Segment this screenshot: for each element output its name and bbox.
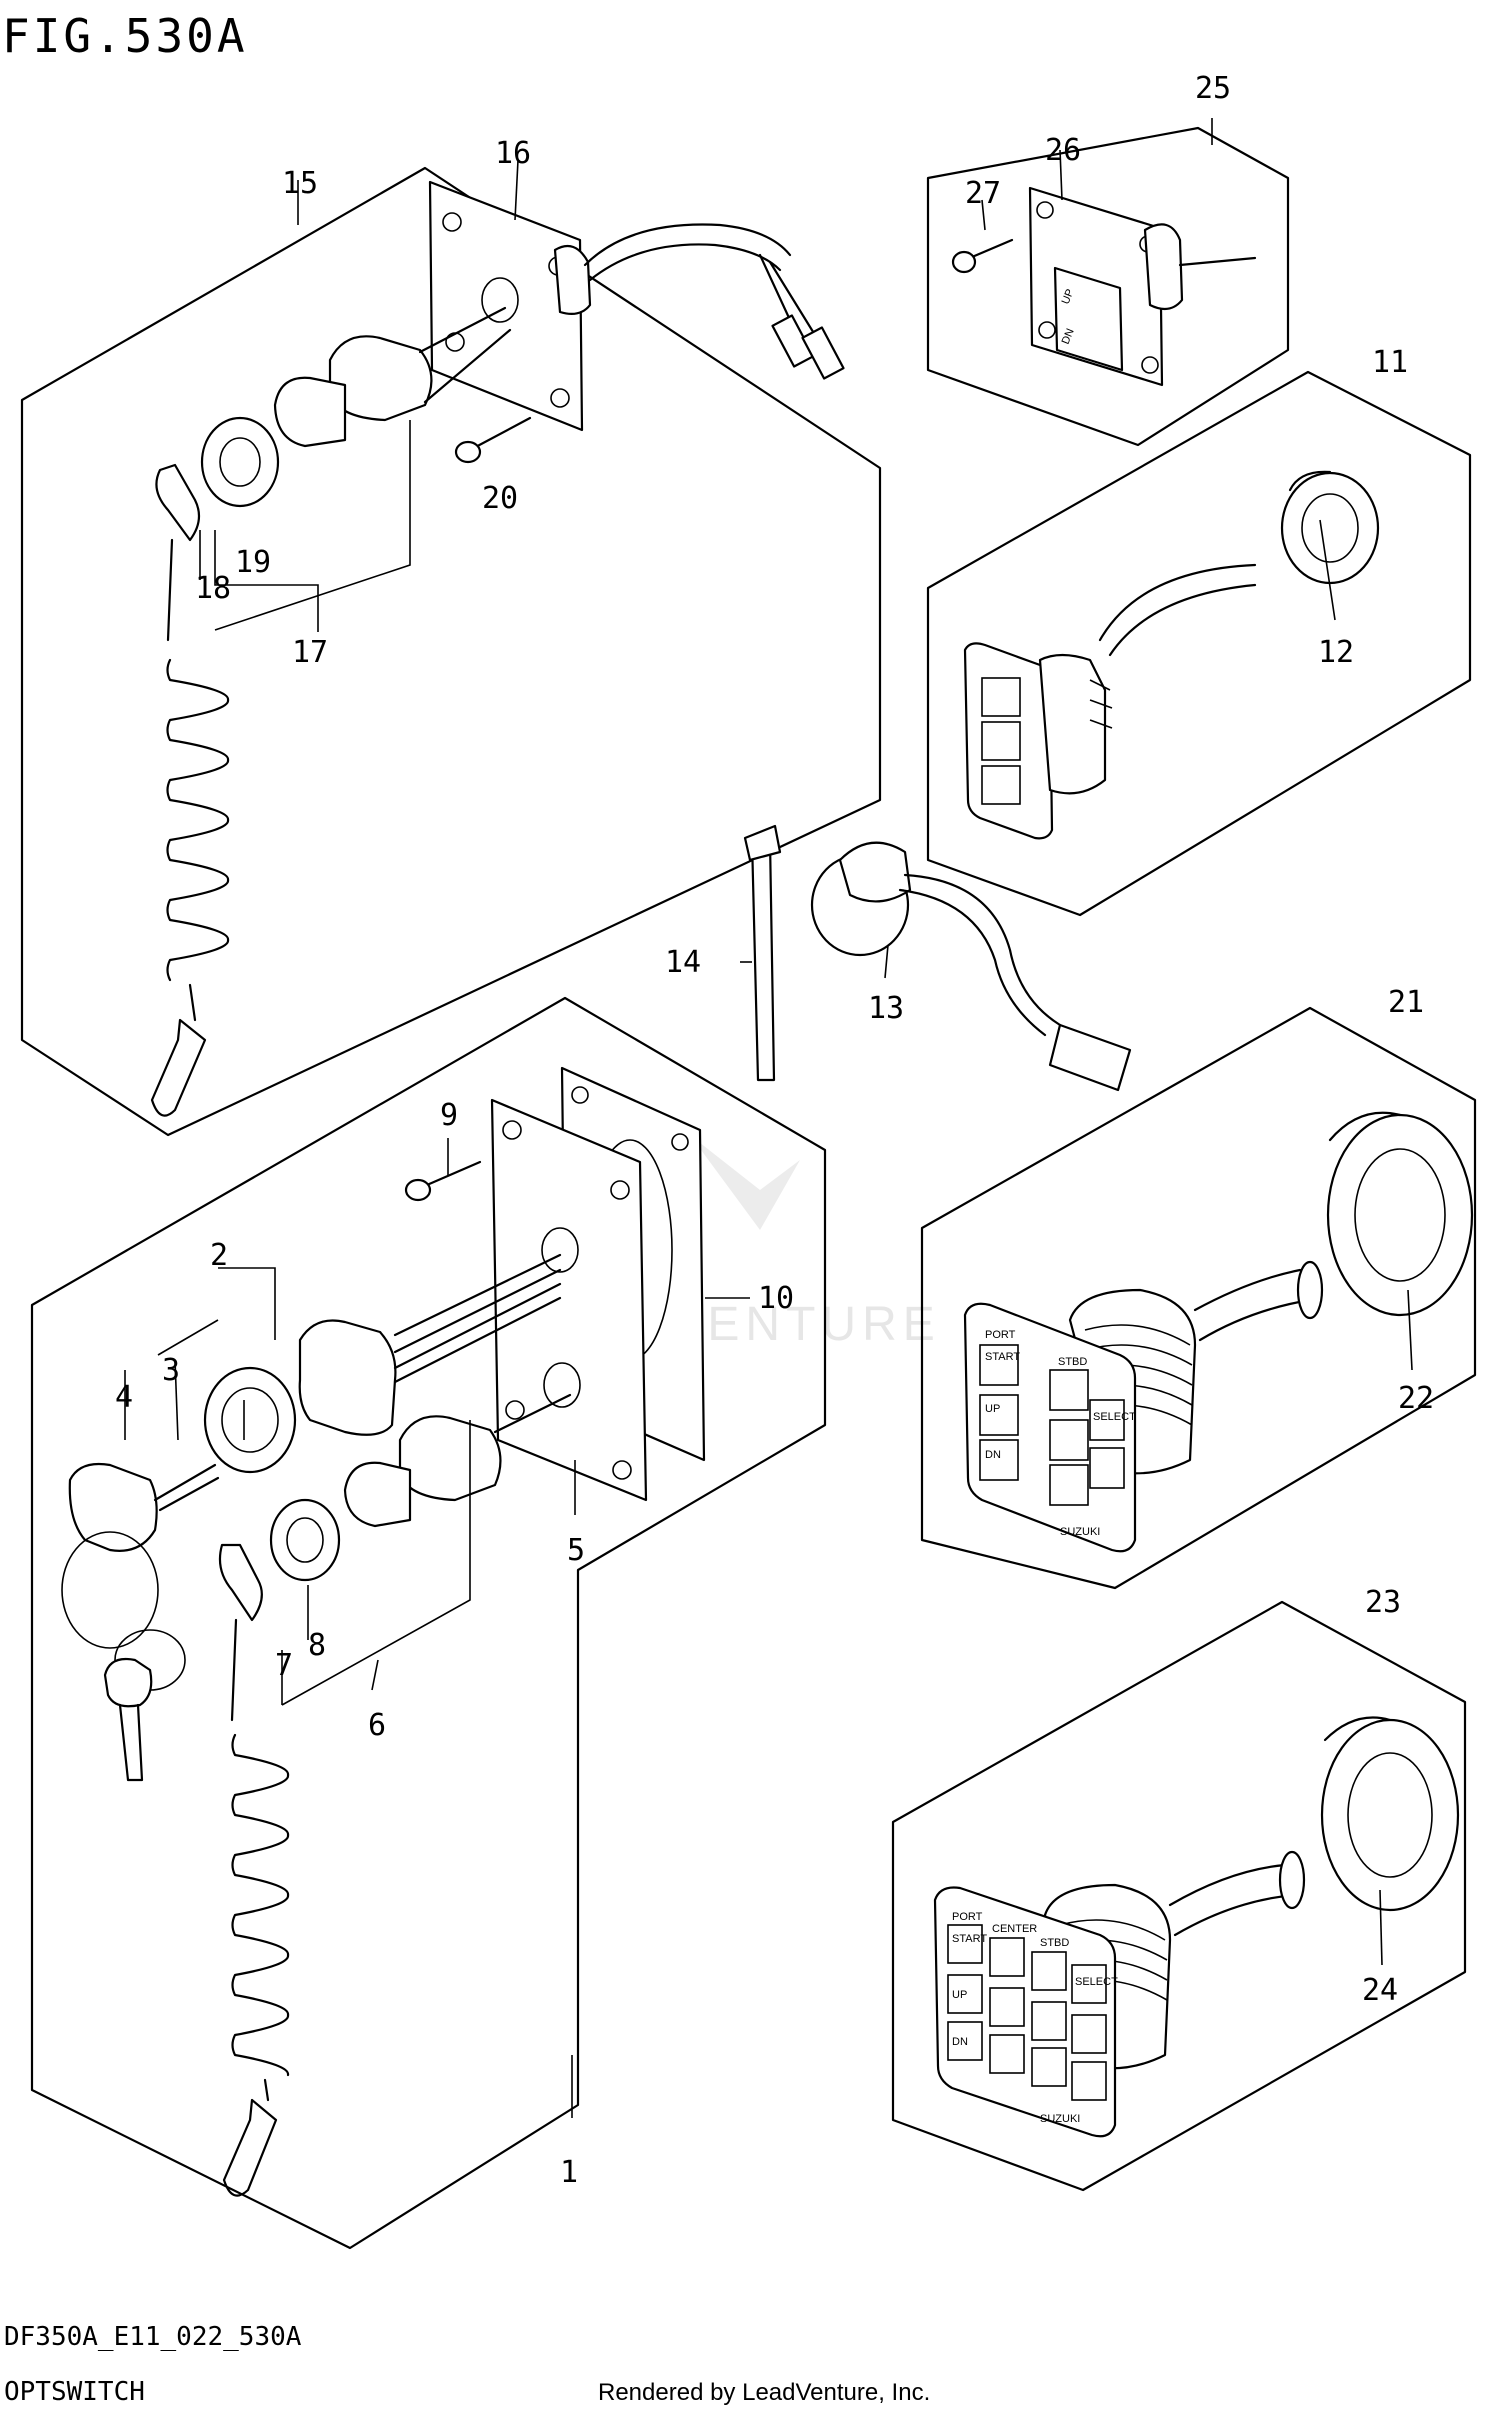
triple-dn-label: DN — [952, 2036, 968, 2048]
coiled-lanyard-cord-bottom — [231, 1733, 290, 2077]
callout-11: 11 — [1372, 345, 1408, 380]
triple-up-label: UP — [952, 1989, 967, 2001]
callout-numbers: 1 2 3 4 5 6 7 8 9 10 11 12 13 14 15 16 1… — [115, 71, 1434, 2190]
callout-3: 3 — [162, 1353, 180, 1388]
callout-20: 20 — [482, 481, 518, 516]
callout-10: 10 — [758, 1281, 794, 1316]
callout-2: 2 — [210, 1238, 228, 1273]
callout-8: 8 — [308, 1628, 326, 1663]
dual-up-label: UP — [985, 1403, 1000, 1415]
callout-6: 6 — [368, 1708, 386, 1743]
callout-7: 7 — [275, 1648, 293, 1683]
section-name: OPTSWITCH — [4, 2377, 145, 2407]
dual-select-label: SELECT — [1093, 1411, 1136, 1423]
triple-select-label: SELECT — [1075, 1976, 1118, 1988]
diagram-code: DF350A_E11_022_530A — [4, 2322, 302, 2352]
callout-14: 14 — [665, 945, 701, 980]
callout-19: 19 — [235, 545, 271, 580]
callout-5: 5 — [567, 1533, 585, 1568]
triple-start-label: START — [952, 1933, 987, 1945]
group-23-triple-panel: PORT CENTER STBD START SELECT UP DN SUZU… — [891, 1600, 1467, 2192]
callout-27: 27 — [965, 176, 1001, 211]
callout-16: 16 — [495, 136, 531, 171]
callout-23: 23 — [1365, 1585, 1401, 1620]
callout-12: 12 — [1318, 635, 1354, 670]
group-1-key-switch-set — [30, 996, 827, 2250]
triple-brand-label: SUZUKI — [1040, 2113, 1080, 2125]
callout-17: 17 — [292, 635, 328, 670]
dual-port-label: PORT — [985, 1329, 1016, 1341]
group-15-lanyard-switch — [20, 159, 882, 1137]
callout-4: 4 — [115, 1380, 133, 1415]
dual-start-label: START — [985, 1351, 1020, 1363]
callout-13: 13 — [868, 991, 904, 1026]
callout-26: 26 — [1045, 133, 1081, 168]
figure-title: FIG.530A — [2, 9, 248, 63]
trim-dn-label: DN — [1060, 327, 1077, 346]
render-credit: Rendered by LeadVenture, Inc. — [598, 2379, 930, 2406]
trim-up-label: UP — [1060, 287, 1077, 306]
callout-9: 9 — [440, 1098, 458, 1133]
triple-port-label: PORT — [952, 1911, 983, 1923]
callout-24: 24 — [1362, 1973, 1398, 2008]
group-21-dual-panel: PORT STBD START UP DN SELECT SUZUKI — [920, 1006, 1477, 1590]
callout-18: 18 — [195, 571, 231, 606]
dual-stbd-label: STBD — [1058, 1356, 1087, 1368]
dual-dn-label: DN — [985, 1449, 1001, 1461]
tie-strap-14 — [740, 824, 782, 1082]
callout-1: 1 — [560, 2155, 578, 2190]
dual-brand-label: SUZUKI — [1060, 1526, 1100, 1538]
callout-21: 21 — [1388, 985, 1424, 1020]
callout-15: 15 — [282, 166, 318, 201]
group-25-trim-switch: UP DN — [926, 118, 1290, 447]
coiled-lanyard-cord-top — [166, 658, 230, 982]
triple-center-label: CENTER — [992, 1923, 1037, 1935]
group-11-single-panel — [926, 370, 1472, 917]
callout-22: 22 — [1398, 1381, 1434, 1416]
callout-25: 25 — [1195, 71, 1231, 106]
triple-stbd-label: STBD — [1040, 1937, 1069, 1949]
adapter-harness-13 — [810, 841, 1132, 1092]
